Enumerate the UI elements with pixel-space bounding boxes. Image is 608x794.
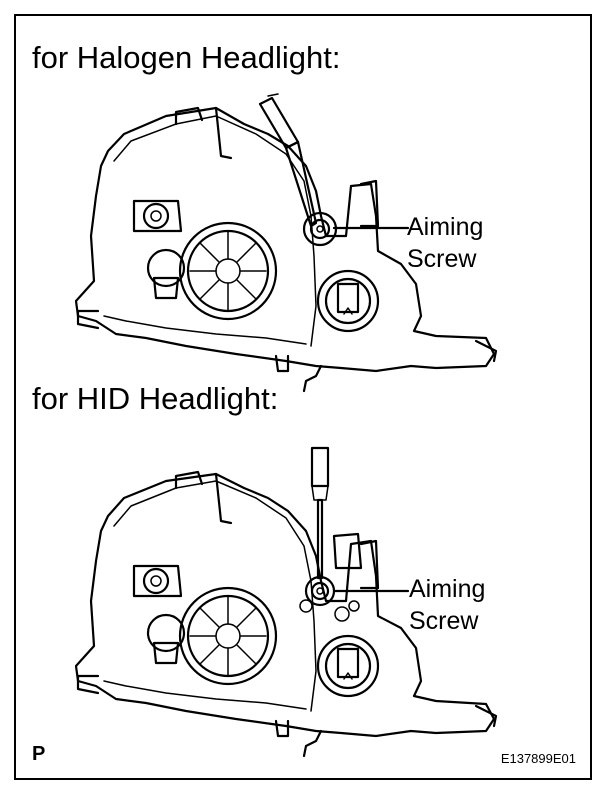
- halogen-callout-line2: Screw: [407, 245, 477, 273]
- hid-callout-line1: Aiming: [409, 575, 486, 603]
- figure-id: E137899E01: [500, 751, 576, 766]
- hid-heading: for HID Headlight:: [32, 381, 279, 416]
- hid-headlight-illustration: [74, 446, 498, 758]
- halogen-headlight-illustration: [74, 93, 498, 393]
- figure-frame: for Halogen Headlight:: [14, 14, 592, 780]
- page-code: P: [32, 743, 46, 765]
- halogen-callout-line1: Aiming: [407, 213, 484, 241]
- hid-callout-line2: Screw: [409, 607, 479, 635]
- halogen-heading: for Halogen Headlight:: [32, 40, 341, 75]
